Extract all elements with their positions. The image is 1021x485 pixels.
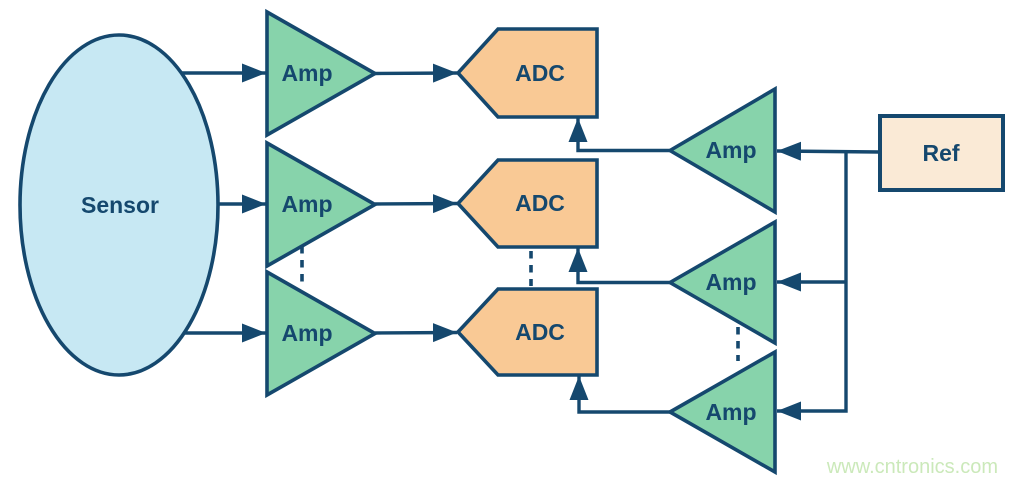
ref-amp-2-node bbox=[666, 218, 777, 347]
arrow-ref-amp-2-to-adc-2 bbox=[568, 248, 670, 285]
arrow-ref-amp-1-to-adc-1 bbox=[568, 118, 670, 153]
adc-1-node bbox=[455, 27, 599, 119]
signal-amp-2-label: Amp bbox=[281, 191, 332, 217]
signal-amp-2-node bbox=[265, 139, 379, 270]
adc-3-label: ADC bbox=[515, 319, 565, 345]
arrow-amp-3-to-adc-3 bbox=[374, 323, 458, 343]
adc-2-label: ADC bbox=[515, 190, 565, 216]
adc-2-node bbox=[455, 158, 599, 249]
signal-amp-1-label: Amp bbox=[281, 60, 332, 86]
adc-3-node bbox=[455, 287, 599, 377]
arrow-amp-1-to-adc-1 bbox=[374, 63, 458, 83]
signal-amp-3-node bbox=[265, 268, 379, 399]
arrow-ref-amp-3-to-adc-3 bbox=[569, 376, 670, 414]
ref-amp-2-label: Amp bbox=[705, 269, 756, 295]
adc-1-label: ADC bbox=[515, 60, 565, 86]
ref-trunk-line-to-ref-amp-3 bbox=[777, 152, 848, 421]
ref-node bbox=[878, 114, 1005, 192]
signal-amp-1-node bbox=[265, 8, 379, 139]
arrow-amp-2-to-adc-2 bbox=[374, 194, 458, 214]
signal-amp-3-label: Amp bbox=[281, 320, 332, 346]
ref-amp-3-label: Amp bbox=[705, 399, 756, 425]
watermark: www.cntronics.com bbox=[826, 456, 998, 478]
ref-amp-1-node bbox=[666, 85, 777, 216]
arrow-ref-to-ref-amp-1 bbox=[776, 141, 881, 161]
ref-amp-3-node bbox=[666, 348, 777, 476]
ref-amp-1-label: Amp bbox=[705, 137, 756, 163]
sensor-label: Sensor bbox=[81, 192, 159, 218]
ref-label: Ref bbox=[922, 140, 959, 166]
